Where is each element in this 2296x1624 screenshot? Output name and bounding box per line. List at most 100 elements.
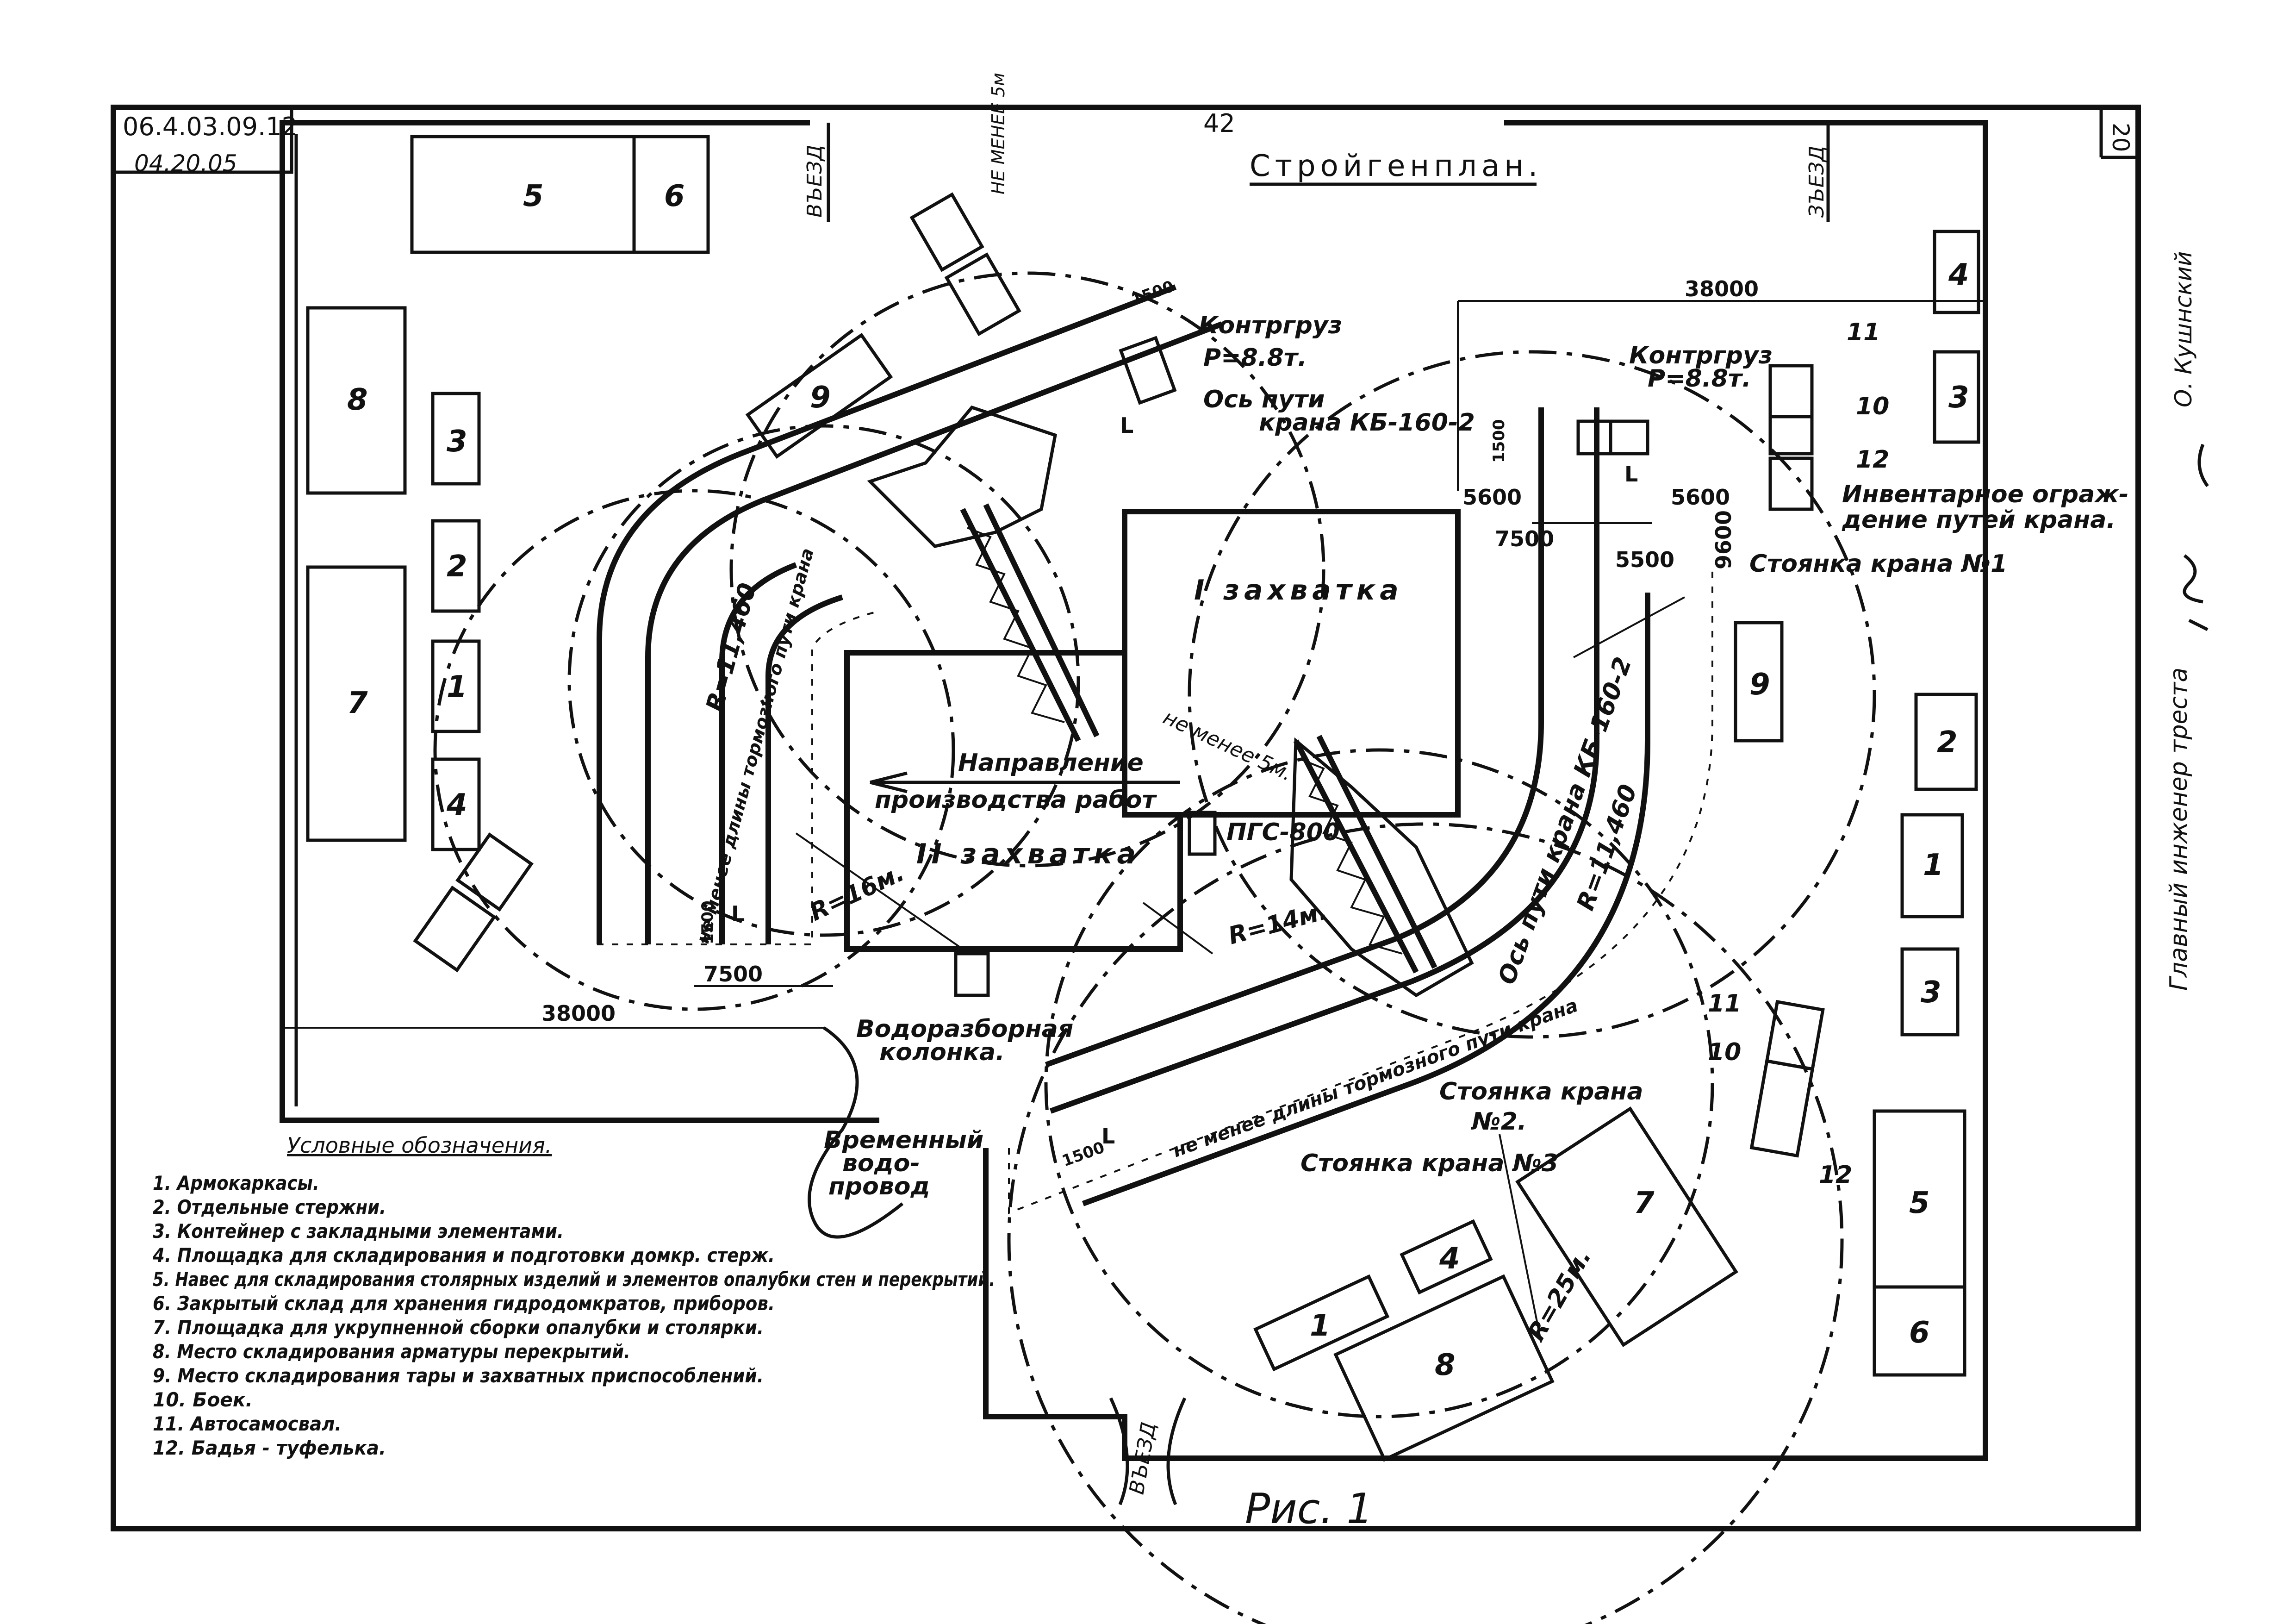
num-b1-bottom: 1 xyxy=(1310,1309,1331,1343)
legend-item: 4. Площадка для складирования и подготов… xyxy=(152,1244,775,1267)
num-b6-right: 6 xyxy=(1909,1316,1930,1350)
storage-8-left xyxy=(306,306,407,495)
num-b2-left: 2 xyxy=(447,550,467,584)
dim-7500-right: 7500 xyxy=(1495,526,1554,551)
dim-1500-a: 1500 xyxy=(1129,277,1176,310)
legend-item: 8. Место складирования арматуры перекрыт… xyxy=(153,1340,630,1363)
label-crane-axis: Ось пути xyxy=(1203,386,1325,413)
storage-6-top xyxy=(632,135,710,254)
num-b2-right: 2 xyxy=(1937,725,1958,760)
label-counterweight-2-mass: Р=8.8т. xyxy=(1648,365,1751,393)
label-zone-2: II захватка xyxy=(916,838,1140,870)
num-b6-top: 6 xyxy=(664,179,685,213)
label-temp-water-3: провод xyxy=(828,1173,930,1200)
legend-title: Условные обозначения. xyxy=(287,1133,552,1158)
truck-right-bottom xyxy=(1749,999,1825,1158)
crane-jib-2 xyxy=(1293,735,1437,974)
num-b4-left: 4 xyxy=(446,788,467,822)
counterweight-1-block xyxy=(1119,336,1177,405)
doc-date: 04.20.05 xyxy=(134,150,237,177)
temp-water-line xyxy=(808,1026,904,1239)
stamp-role: Главный инженер треста xyxy=(2165,668,2193,991)
num-c10-a: 10 xyxy=(1856,393,1889,420)
num-b9-right: 9 xyxy=(1749,668,1770,702)
dim-bottom-left: 38000 xyxy=(541,1001,616,1026)
label-direction-1: Направление xyxy=(958,749,1144,777)
storage-6-right xyxy=(1873,1285,1966,1377)
crane-6-reach-circle xyxy=(1007,822,1844,1624)
stamp-name: О. Кушнский xyxy=(2170,251,2197,407)
dim-1500-c: 1500 xyxy=(698,900,717,944)
num-b3-right: 3 xyxy=(1921,975,1941,1010)
direction-arrow xyxy=(870,771,1180,793)
storage-9-right xyxy=(1734,621,1784,743)
num-b4-bottom: 4 xyxy=(1439,1242,1460,1276)
plan-title: Стройгенплан. xyxy=(1250,149,1542,183)
num-b5-right: 5 xyxy=(1909,1186,1930,1220)
crane-track-left xyxy=(597,284,1177,944)
dim-9600: 9600 xyxy=(1711,510,1736,569)
legend-item: 11. Автосамосвал. xyxy=(153,1412,342,1435)
storage-9-top xyxy=(745,333,893,459)
counterweight-2-block xyxy=(1576,419,1649,456)
label-temp-water-2: водо- xyxy=(842,1149,920,1177)
num-c11-b: 11 xyxy=(1708,990,1741,1018)
num-c11-a: 11 xyxy=(1847,319,1880,346)
label-crane-stop-2a: Стоянка крана xyxy=(1439,1078,1643,1106)
doc-code: 06.4.03.09.12 xyxy=(123,112,298,141)
crane-3-reach-circle xyxy=(1044,748,1714,1418)
stamp-signature xyxy=(2183,443,2209,631)
page-number: 42 xyxy=(1203,109,1235,138)
legend-item: 5. Навес для складирования столярных изд… xyxy=(153,1268,995,1291)
storage-2-right xyxy=(1914,693,1978,791)
num-c12-b: 12 xyxy=(1819,1161,1852,1189)
num-b5-top: 5 xyxy=(523,179,544,213)
sheet-number: 20 xyxy=(2107,123,2134,152)
num-b7-bottom: 7 xyxy=(1634,1186,1655,1220)
storage-4-bottom xyxy=(1400,1219,1493,1295)
figure-caption: Рис. 1 xyxy=(1245,1485,1373,1533)
dim-small-L-d: L xyxy=(1101,1124,1115,1149)
num-b7-left: 7 xyxy=(347,686,368,720)
label-crane-axis-2: крана КБ-160-2 xyxy=(1259,409,1475,437)
dim-1500-b: 1500 xyxy=(1490,419,1508,463)
num-b1-right: 1 xyxy=(1923,848,1944,882)
crane-1-reach-circle xyxy=(729,271,1325,868)
dim-small-L-a: L xyxy=(1120,413,1133,438)
storage-3-left xyxy=(431,392,481,486)
legend-item: 10. Боек. xyxy=(153,1388,253,1411)
label-radius-25: R=25м. xyxy=(1522,1244,1597,1346)
legend-item: 9. Место складирования тары и захватных … xyxy=(153,1364,764,1387)
crane-2-reach-circle xyxy=(567,424,1080,937)
storage-4-right xyxy=(1933,230,1980,314)
storage-1-bottom xyxy=(1253,1274,1390,1372)
label-zone-1: I захватка xyxy=(1194,574,1403,606)
num-c10-b: 10 xyxy=(1708,1038,1741,1066)
storage-2-left xyxy=(431,519,481,613)
entry-bottom-road xyxy=(1109,1397,1187,1505)
crane-portal-2 xyxy=(1289,737,1474,998)
label-radius-14: R=14м. xyxy=(1226,897,1330,950)
dim-top-right: 38000 xyxy=(1685,276,1759,301)
crane-5-reach-circle xyxy=(433,489,955,1011)
label-counterweight-1: Контргруз xyxy=(1199,312,1342,339)
storage-3-right-top xyxy=(1933,350,1980,444)
dim-5600-a: 5600 xyxy=(1462,485,1522,510)
label-counterweight-2: Контргруз xyxy=(1629,342,1773,369)
label-entry-left: ВЪЕЗД xyxy=(803,145,827,218)
legend-item: 3. Контейнер с закладными элементами. xyxy=(153,1220,564,1243)
storage-7-left xyxy=(306,565,407,842)
label-crane-stop-2b: №2. xyxy=(1470,1108,1527,1136)
crane-jib-1 xyxy=(960,503,1100,742)
legend-item: 6. Закрытый склад для хранения гидродомк… xyxy=(153,1292,775,1315)
label-crane-stop-1: Стоянка крана №1 xyxy=(1749,550,2007,578)
dim-7500-left: 7500 xyxy=(703,962,763,987)
num-b4-right: 4 xyxy=(1948,258,1969,292)
num-b1-left: 1 xyxy=(447,670,467,704)
hydrant-box xyxy=(954,952,990,997)
pump-box xyxy=(1188,811,1217,856)
num-b8-bottom: 8 xyxy=(1435,1348,1456,1382)
legend-list: 1. Армокаркасы.2. Отдельные стержни.3. К… xyxy=(152,1172,995,1459)
num-b3-left: 3 xyxy=(447,425,467,459)
storage-8-bottom xyxy=(1333,1274,1555,1462)
